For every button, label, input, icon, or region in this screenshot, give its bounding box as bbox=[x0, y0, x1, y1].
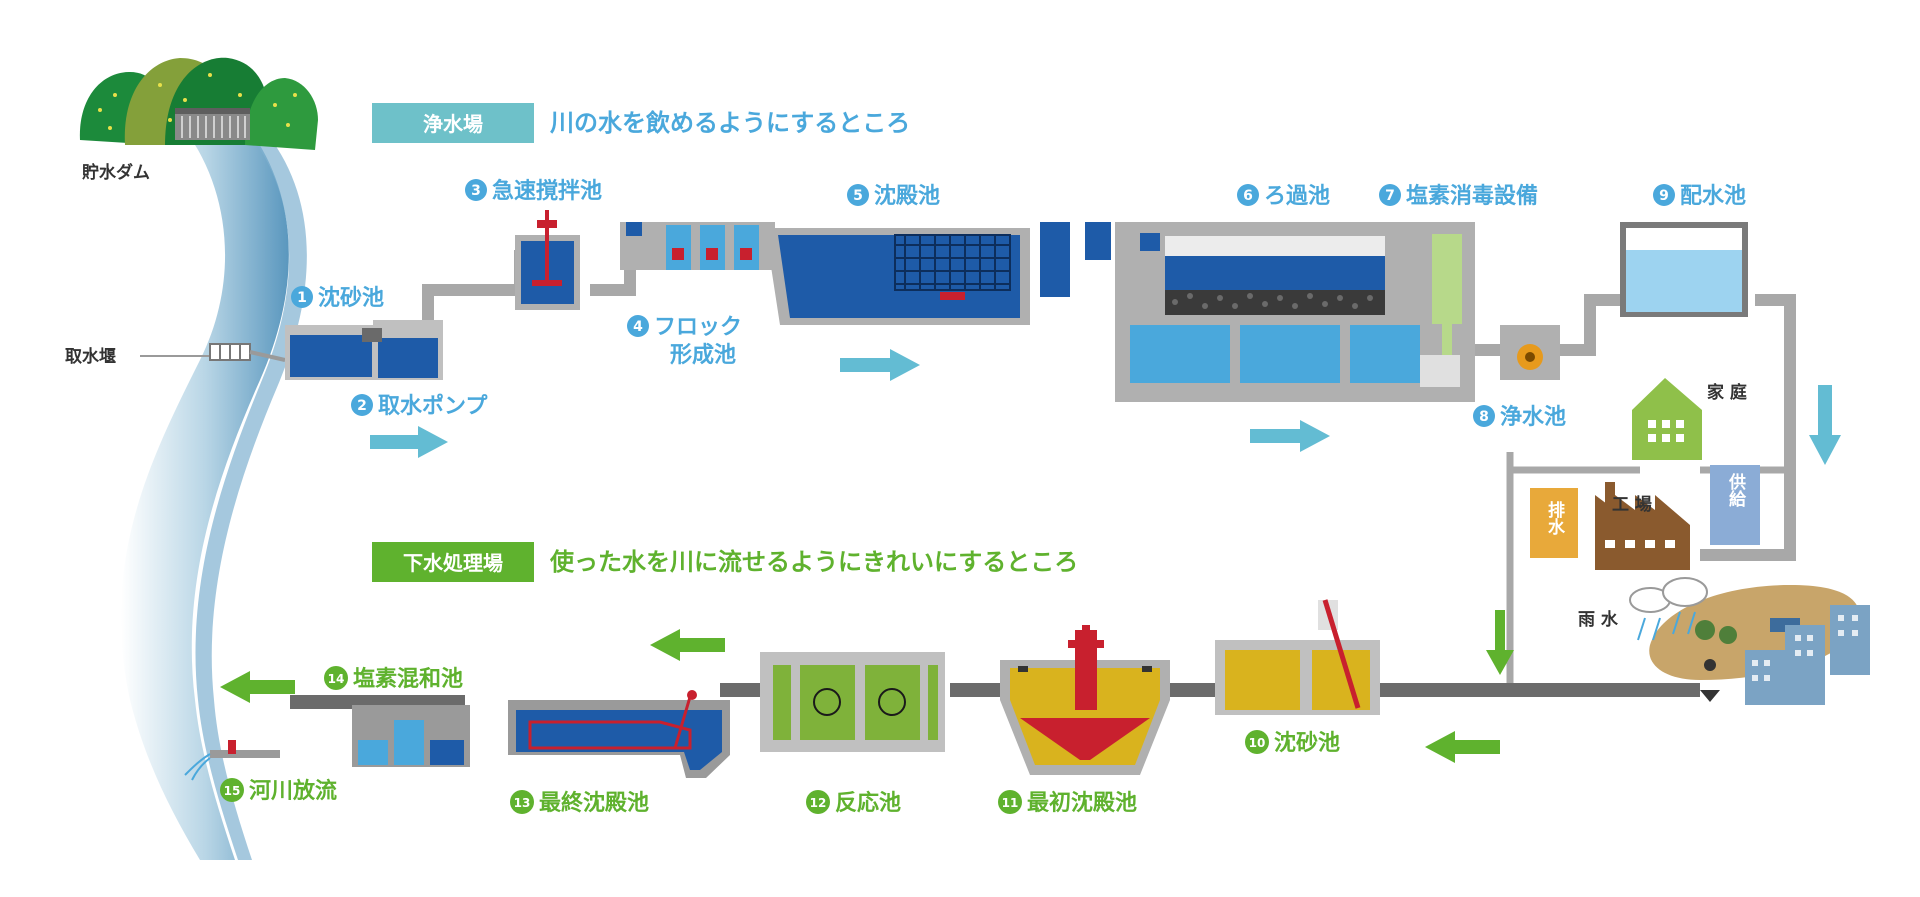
svg-text:配水池: 配水池 bbox=[1680, 184, 1746, 209]
svg-text:2: 2 bbox=[357, 398, 367, 414]
distribution-reservoir bbox=[1620, 222, 1748, 317]
svg-text:ろ過池: ろ過池 bbox=[1264, 183, 1330, 209]
home-icon bbox=[1632, 378, 1702, 460]
dam-label: 貯水ダム bbox=[82, 162, 150, 183]
svg-text:11: 11 bbox=[1002, 796, 1019, 810]
flocculation-tank bbox=[620, 222, 775, 270]
step-label-7: 7 塩素消毒設備 bbox=[1379, 183, 1538, 209]
rapid-mix-tank bbox=[515, 210, 580, 310]
svg-text:1: 1 bbox=[297, 290, 307, 306]
svg-text:河川放流: 河川放流 bbox=[249, 778, 337, 804]
water-plant-banner: 浄水場 bbox=[372, 103, 534, 143]
svg-text:沈砂池: 沈砂池 bbox=[318, 285, 384, 311]
city-area bbox=[1506, 378, 1870, 705]
svg-text:5: 5 bbox=[853, 188, 863, 204]
settling-tank bbox=[770, 222, 1111, 325]
step-label-4: 4 フロック 形成池 bbox=[627, 315, 742, 368]
final-settling-tank bbox=[508, 690, 730, 778]
intake-weir bbox=[209, 343, 286, 362]
chlorine-disinfection bbox=[1420, 234, 1462, 387]
sewage-plant-banner: 下水処理場 bbox=[372, 542, 534, 582]
river bbox=[120, 130, 307, 860]
rain-label: 雨 水 bbox=[1578, 609, 1619, 630]
intake-pump bbox=[362, 320, 443, 380]
flow-arrows-upper bbox=[370, 349, 1841, 465]
reaction-tank bbox=[760, 652, 945, 752]
svg-text:4: 4 bbox=[633, 319, 643, 335]
water-plant-tag: 浄水場 bbox=[423, 112, 483, 136]
chlorine-mixing-tank bbox=[352, 705, 470, 767]
grit-chamber-1 bbox=[285, 325, 375, 380]
step-label-2: 2 取水ポンプ bbox=[351, 393, 488, 419]
supply-box bbox=[1710, 465, 1760, 545]
reservoir-dam bbox=[79, 57, 318, 150]
svg-text:7: 7 bbox=[1385, 188, 1395, 204]
svg-text:形成池: 形成池 bbox=[670, 343, 736, 368]
factory-label: 工 場 bbox=[1612, 495, 1652, 515]
svg-text:フロック: フロック bbox=[654, 315, 742, 340]
svg-text:8: 8 bbox=[1479, 409, 1489, 425]
step-label-15: 15 河川放流 bbox=[220, 778, 337, 804]
svg-text:塩素混和池: 塩素混和池 bbox=[353, 666, 463, 692]
svg-text:15: 15 bbox=[224, 784, 241, 798]
water-plant-description: 川の水を飲めるようにするところ bbox=[550, 109, 910, 137]
home-label: 家 庭 bbox=[1707, 382, 1747, 403]
svg-text:反応池: 反応池 bbox=[835, 790, 901, 816]
step-label-11: 11 最初沈殿池 bbox=[998, 790, 1137, 816]
step-label-8: 8 浄水池 bbox=[1473, 404, 1566, 430]
svg-text:9: 9 bbox=[1659, 188, 1669, 204]
svg-text:3: 3 bbox=[471, 183, 481, 199]
step-label-1: 1 沈砂池 bbox=[291, 285, 384, 311]
drain-box bbox=[1530, 488, 1578, 558]
filter-basin bbox=[1115, 222, 1475, 402]
sewage-plant-description: 使った水を川に流せるようにきれいにするところ bbox=[549, 548, 1078, 576]
svg-text:塩素消毒設備: 塩素消毒設備 bbox=[1406, 183, 1538, 209]
svg-text:14: 14 bbox=[328, 672, 345, 686]
step-label-3: 3 急速撹拌池 bbox=[465, 178, 602, 204]
svg-text:12: 12 bbox=[810, 796, 827, 810]
drain-label: 排水 bbox=[1544, 500, 1565, 536]
svg-text:10: 10 bbox=[1249, 736, 1266, 750]
svg-text:急速撹拌池: 急速撹拌池 bbox=[492, 178, 602, 204]
step-label-13: 13 最終沈殿池 bbox=[510, 790, 649, 816]
grit-chamber-10 bbox=[1215, 599, 1380, 715]
step-label-12: 12 反応池 bbox=[806, 790, 901, 816]
svg-text:取水ポンプ: 取水ポンプ bbox=[378, 393, 488, 419]
svg-text:最終沈殿池: 最終沈殿池 bbox=[539, 790, 649, 816]
step-label-14: 14 塩素混和池 bbox=[324, 666, 463, 692]
svg-text:最初沈殿池: 最初沈殿池 bbox=[1027, 790, 1137, 816]
factory-icon bbox=[1595, 495, 1690, 570]
primary-settling-tank bbox=[1000, 625, 1170, 775]
clear-well-pump bbox=[1500, 325, 1560, 380]
svg-text:沈殿池: 沈殿池 bbox=[874, 184, 940, 209]
water-pipes bbox=[422, 232, 1796, 561]
step-label-10: 10 沈砂池 bbox=[1245, 730, 1340, 756]
svg-text:沈砂池: 沈砂池 bbox=[1274, 730, 1340, 756]
svg-text:13: 13 bbox=[514, 796, 531, 810]
river-discharge bbox=[184, 740, 280, 781]
hill-4 bbox=[245, 78, 318, 150]
step-label-9: 9 配水池 bbox=[1653, 184, 1746, 209]
step-label-5: 5 沈殿池 bbox=[847, 184, 940, 209]
sewage-plant-tag: 下水処理場 bbox=[403, 551, 503, 575]
svg-text:浄水池: 浄水池 bbox=[1500, 404, 1566, 430]
step-label-6: 6 ろ過池 bbox=[1237, 183, 1330, 209]
svg-text:6: 6 bbox=[1243, 188, 1253, 204]
supply-label: 供給 bbox=[1725, 472, 1747, 508]
flow-arrows-lower bbox=[220, 610, 1514, 763]
intake-weir-label: 取水堰 bbox=[65, 346, 116, 367]
